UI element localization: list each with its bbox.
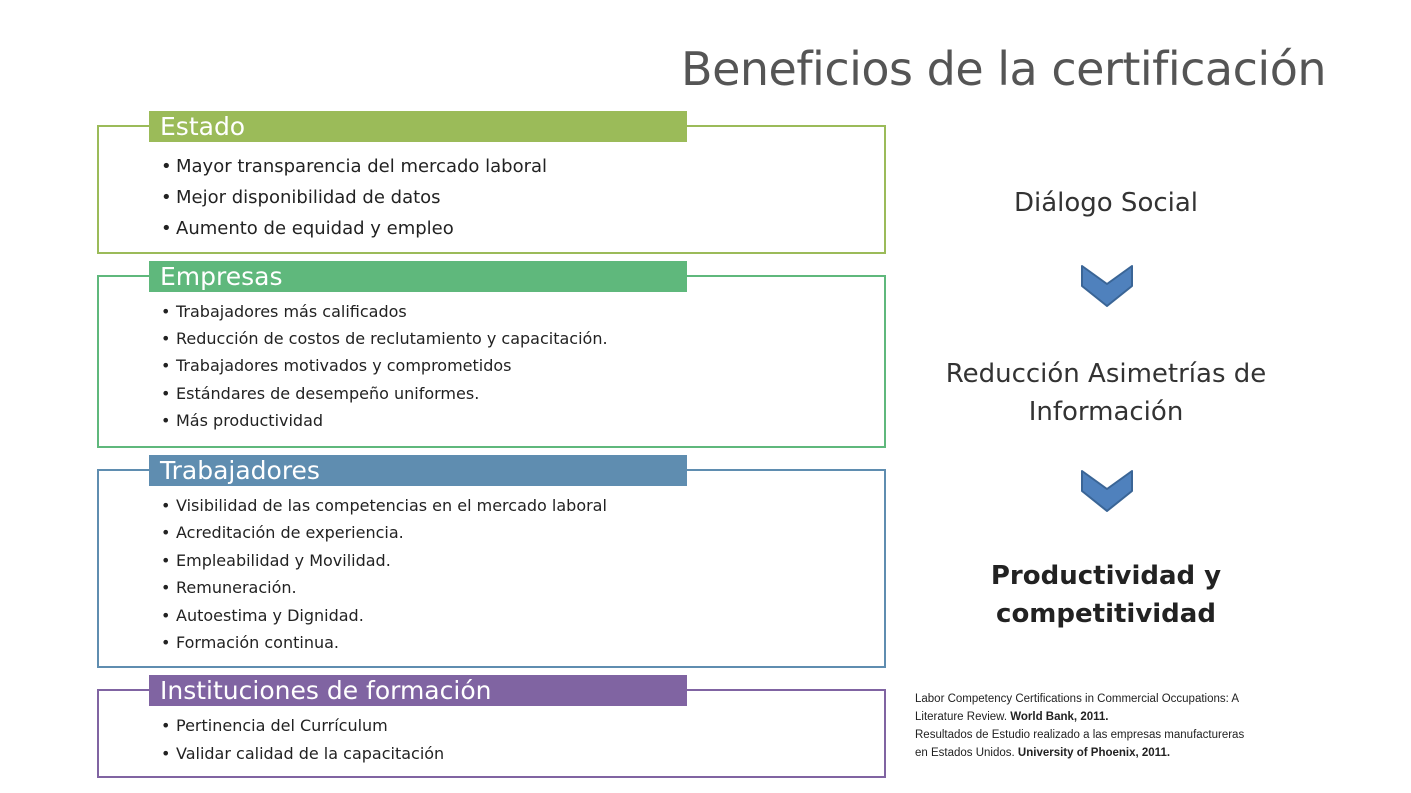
list-item: Formación continua. [161, 629, 607, 657]
flow-step-productividad: Productividad y competitividad [910, 557, 1302, 633]
bullet-list: Pertinencia del Currículum Validar calid… [161, 712, 444, 768]
reference-line: Literature Review. World Bank, 2011. [915, 708, 1315, 726]
flow-step-text: Productividad y [990, 561, 1222, 591]
reference-source: University of Phoenix, 2011. [1017, 747, 1171, 759]
list-item: Autoestima y Dignidad. [161, 602, 607, 630]
section-heading: Estado [149, 111, 687, 142]
bullet-list: Trabajadores más calificados Reducción d… [161, 298, 608, 434]
list-item: Pertinencia del Currículum [161, 712, 444, 740]
section-heading: Instituciones de formación [149, 675, 687, 706]
list-item: Visibilidad de las competencias en el me… [161, 492, 607, 520]
flow-step-text: Reducción Asimetrías de [945, 359, 1267, 389]
flow-step-text: Información [1028, 397, 1184, 427]
bullet-list: Mayor transparencia del mercado laboral … [161, 151, 547, 244]
list-item: Aumento de equidad y empleo [161, 213, 547, 244]
list-item: Acreditación de experiencia. [161, 519, 607, 547]
chevron-down-icon [1081, 470, 1133, 512]
reference-line: Resultados de Estudio realizado a las em… [915, 729, 1245, 741]
flow-step-text: competitividad [996, 599, 1216, 629]
list-item: Estándares de desempeño uniformes. [161, 380, 608, 407]
reference-source: World Bank, 2011. [1010, 711, 1109, 723]
section-heading: Trabajadores [149, 455, 687, 486]
bullet-list: Visibilidad de las competencias en el me… [161, 492, 607, 657]
flow-step-text: Diálogo Social [1013, 188, 1199, 218]
flow-step-dialogo: Diálogo Social [910, 184, 1302, 222]
list-item: Trabajadores motivados y comprometidos [161, 352, 608, 379]
slide-title: Beneficios de la certificación [681, 42, 1326, 96]
list-item: Empleabilidad y Movilidad. [161, 547, 607, 575]
list-item: Más productividad [161, 407, 608, 434]
list-item: Mejor disponibilidad de datos [161, 182, 547, 213]
list-item: Remuneración. [161, 574, 607, 602]
list-item: Mayor transparencia del mercado laboral [161, 151, 547, 182]
reference-line: en Estados Unidos. University of Phoenix… [915, 744, 1315, 762]
reference-text: en Estados Unidos. [915, 747, 1018, 759]
list-item: Validar calidad de la capacitación [161, 740, 444, 768]
chevron-down-icon [1081, 265, 1133, 307]
reference-line: Labor Competency Certifications in Comme… [915, 693, 1240, 705]
section-heading: Empresas [149, 261, 687, 292]
reference-text: Literature Review. [915, 711, 1011, 723]
flow-step-reduccion: Reducción Asimetrías de Información [910, 355, 1302, 431]
list-item: Reducción de costos de reclutamiento y c… [161, 325, 608, 352]
list-item: Trabajadores más calificados [161, 298, 608, 325]
references: Labor Competency Certifications in Comme… [915, 690, 1315, 762]
